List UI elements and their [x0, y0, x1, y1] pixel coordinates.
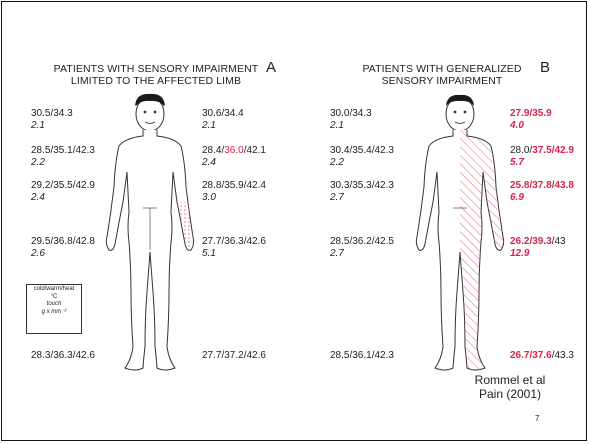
body-figure-a	[95, 92, 205, 382]
b-right-foot: 26.7/37.6/43.3	[510, 350, 574, 362]
a-left-foot: 28.3/36.3/42.6	[31, 350, 95, 362]
affected-limb-dots	[177, 202, 194, 250]
body-figure-b	[405, 92, 515, 382]
a-right-foot: 27.7/37.2/42.6	[202, 350, 266, 362]
b-left-foot: 28.5/36.1/42.3	[330, 350, 394, 362]
legend-box: cold/warm/heat °C touch g x mm⁻²	[26, 284, 82, 334]
panel-a-letter: A	[266, 59, 276, 76]
page-number: 7	[535, 414, 539, 423]
panel-b-letter: B	[540, 59, 550, 76]
citation: Rommel et al Pain (2001)	[455, 373, 565, 401]
